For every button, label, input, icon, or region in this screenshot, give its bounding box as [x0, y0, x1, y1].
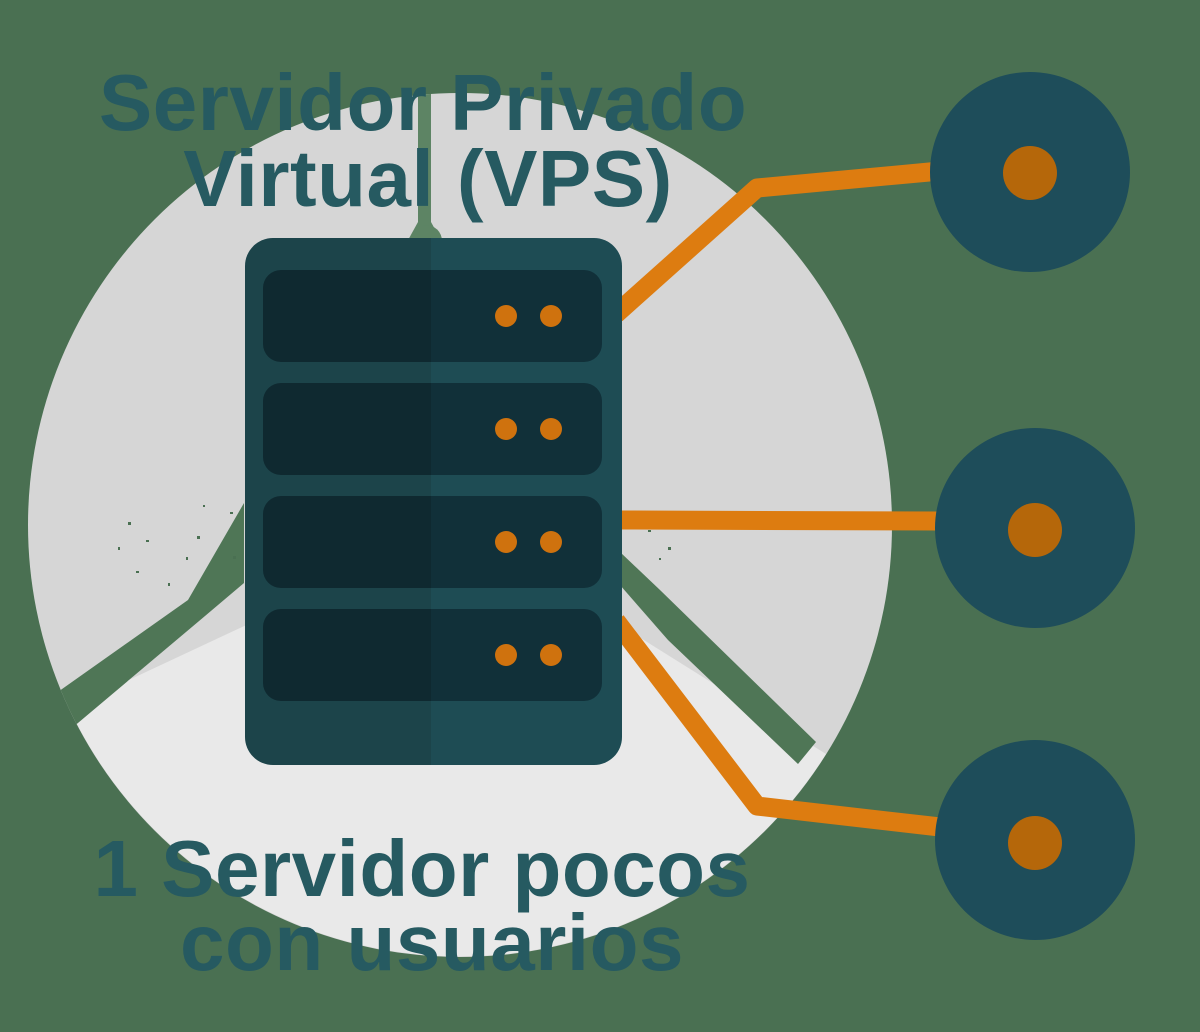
- network-node-icon: [935, 428, 1135, 628]
- server-leds: [495, 305, 562, 666]
- diagram-caption: 1 Servidor pocos con usuarios: [93, 824, 750, 987]
- node-dot-bottom: [1008, 816, 1062, 870]
- caption-line-1: 1 Servidor pocos: [93, 824, 750, 913]
- connection-line-bottom: [608, 615, 942, 837]
- led-icon: [540, 305, 562, 327]
- caption-line-2: con usuarios: [180, 898, 684, 987]
- network-node-icon: [930, 72, 1130, 272]
- led-icon: [495, 418, 517, 440]
- server-slot-left-shade: [263, 270, 431, 701]
- title-line-1: Servidor Privado: [99, 58, 747, 147]
- server-slot-right-shade: [431, 270, 602, 701]
- connection-line-top: [609, 161, 941, 322]
- segment-gap-bottom-left: [55, 503, 244, 728]
- server-rack-icon: [245, 238, 622, 765]
- led-icon: [495, 644, 517, 666]
- connection-lines: [608, 161, 942, 837]
- segment-gap-top: [418, 93, 431, 244]
- led-icon: [540, 644, 562, 666]
- segment-gap-bottom-right: [620, 552, 816, 764]
- led-icon: [540, 531, 562, 553]
- network-node-icon: [935, 740, 1135, 940]
- diagram-title: Servidor Privado Virtual (VPS): [99, 58, 747, 223]
- led-icon: [495, 531, 517, 553]
- node-dot-top: [1003, 146, 1057, 200]
- node-dot-middle: [1008, 503, 1062, 557]
- network-nodes: [930, 72, 1135, 940]
- connection-line-middle: [615, 510, 941, 531]
- segment-gaps: [55, 93, 816, 764]
- led-icon: [540, 418, 562, 440]
- server-slots: [263, 270, 602, 701]
- led-icon: [495, 305, 517, 327]
- title-line-2: Virtual (VPS): [183, 134, 673, 223]
